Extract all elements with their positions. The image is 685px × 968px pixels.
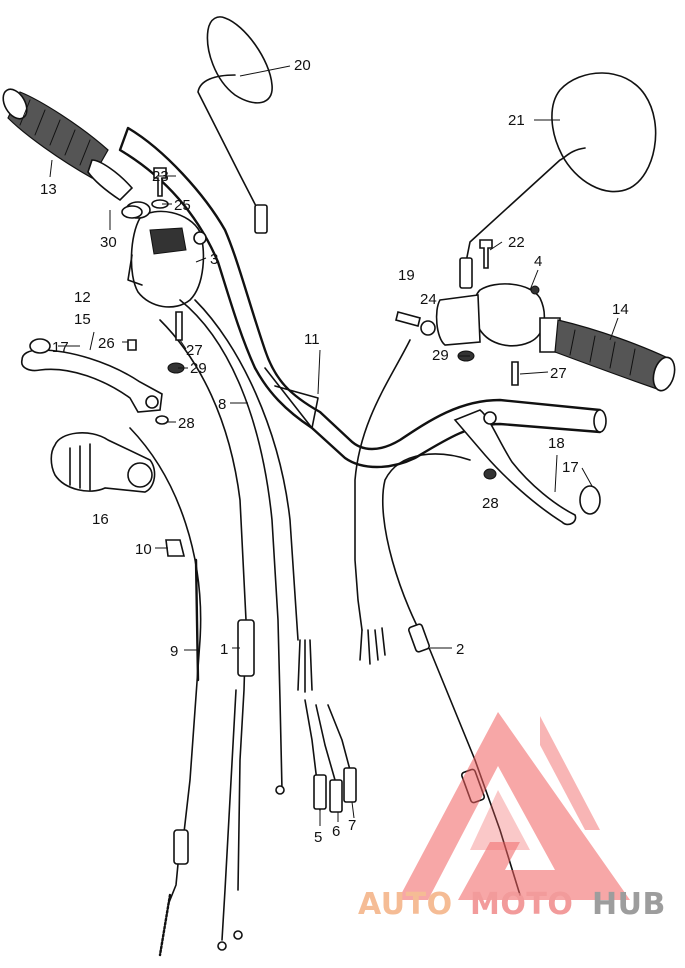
right-switch-housing bbox=[435, 283, 546, 347]
callout-1: 1 bbox=[220, 641, 228, 658]
callout-22: 22 bbox=[508, 234, 525, 251]
callout-27-right: 27 bbox=[550, 365, 567, 382]
callout-26: 26 bbox=[98, 335, 115, 352]
callout-12: 12 bbox=[74, 289, 91, 306]
clutch-lever bbox=[20, 338, 163, 413]
leader-lines bbox=[49, 65, 619, 826]
callout-9: 9 bbox=[170, 643, 178, 660]
watermark-triangle-logo bbox=[398, 712, 630, 900]
handlebar bbox=[118, 126, 607, 469]
callout-17-left: 17 bbox=[52, 339, 69, 356]
callout-23: 23 bbox=[152, 168, 169, 185]
left-grip bbox=[2, 88, 134, 202]
callout-13: 13 bbox=[40, 181, 57, 198]
callout-14: 14 bbox=[612, 301, 629, 318]
callout-6: 6 bbox=[332, 823, 340, 840]
callout-30: 30 bbox=[100, 234, 117, 251]
callout-21: 21 bbox=[508, 112, 525, 129]
callout-7: 7 bbox=[348, 817, 356, 834]
callout-29-right: 29 bbox=[432, 347, 449, 364]
cables bbox=[129, 299, 521, 957]
hardware bbox=[121, 167, 519, 557]
callout-29-left: 29 bbox=[190, 360, 207, 377]
callout-18: 18 bbox=[548, 435, 565, 452]
callout-17-right: 17 bbox=[562, 459, 579, 476]
callout-4: 4 bbox=[534, 253, 542, 270]
callout-27-left: 27 bbox=[186, 342, 203, 359]
right-grip bbox=[539, 317, 676, 392]
callout-2: 2 bbox=[456, 641, 464, 658]
watermark-word-moto: MOTO bbox=[470, 887, 573, 922]
callout-19: 19 bbox=[398, 267, 415, 284]
automotohub-watermark: AUTO MOTO HUB bbox=[358, 712, 666, 922]
callout-28-left: 28 bbox=[178, 415, 195, 432]
callout-16: 16 bbox=[92, 511, 109, 528]
callout-11: 11 bbox=[304, 331, 320, 348]
starter-switch-housing bbox=[50, 432, 156, 493]
callout-10: 10 bbox=[135, 541, 152, 558]
callout-8: 8 bbox=[218, 396, 226, 413]
front-brake-lever bbox=[453, 409, 601, 526]
callout-3: 3 bbox=[210, 251, 218, 268]
watermark-word-auto: AUTO bbox=[358, 887, 453, 922]
right-mirror bbox=[459, 72, 657, 289]
callout-numbers: 20 21 13 23 25 30 3 22 4 19 24 12 15 14 … bbox=[40, 57, 629, 846]
callout-25: 25 bbox=[174, 197, 191, 214]
left-mirror bbox=[197, 16, 273, 234]
callout-5: 5 bbox=[314, 829, 322, 846]
callout-20: 20 bbox=[294, 57, 311, 74]
callout-28-right: 28 bbox=[482, 495, 499, 512]
callout-15: 15 bbox=[74, 311, 91, 328]
callout-24: 24 bbox=[420, 291, 437, 308]
watermark-word-hub: HUB bbox=[592, 887, 666, 922]
